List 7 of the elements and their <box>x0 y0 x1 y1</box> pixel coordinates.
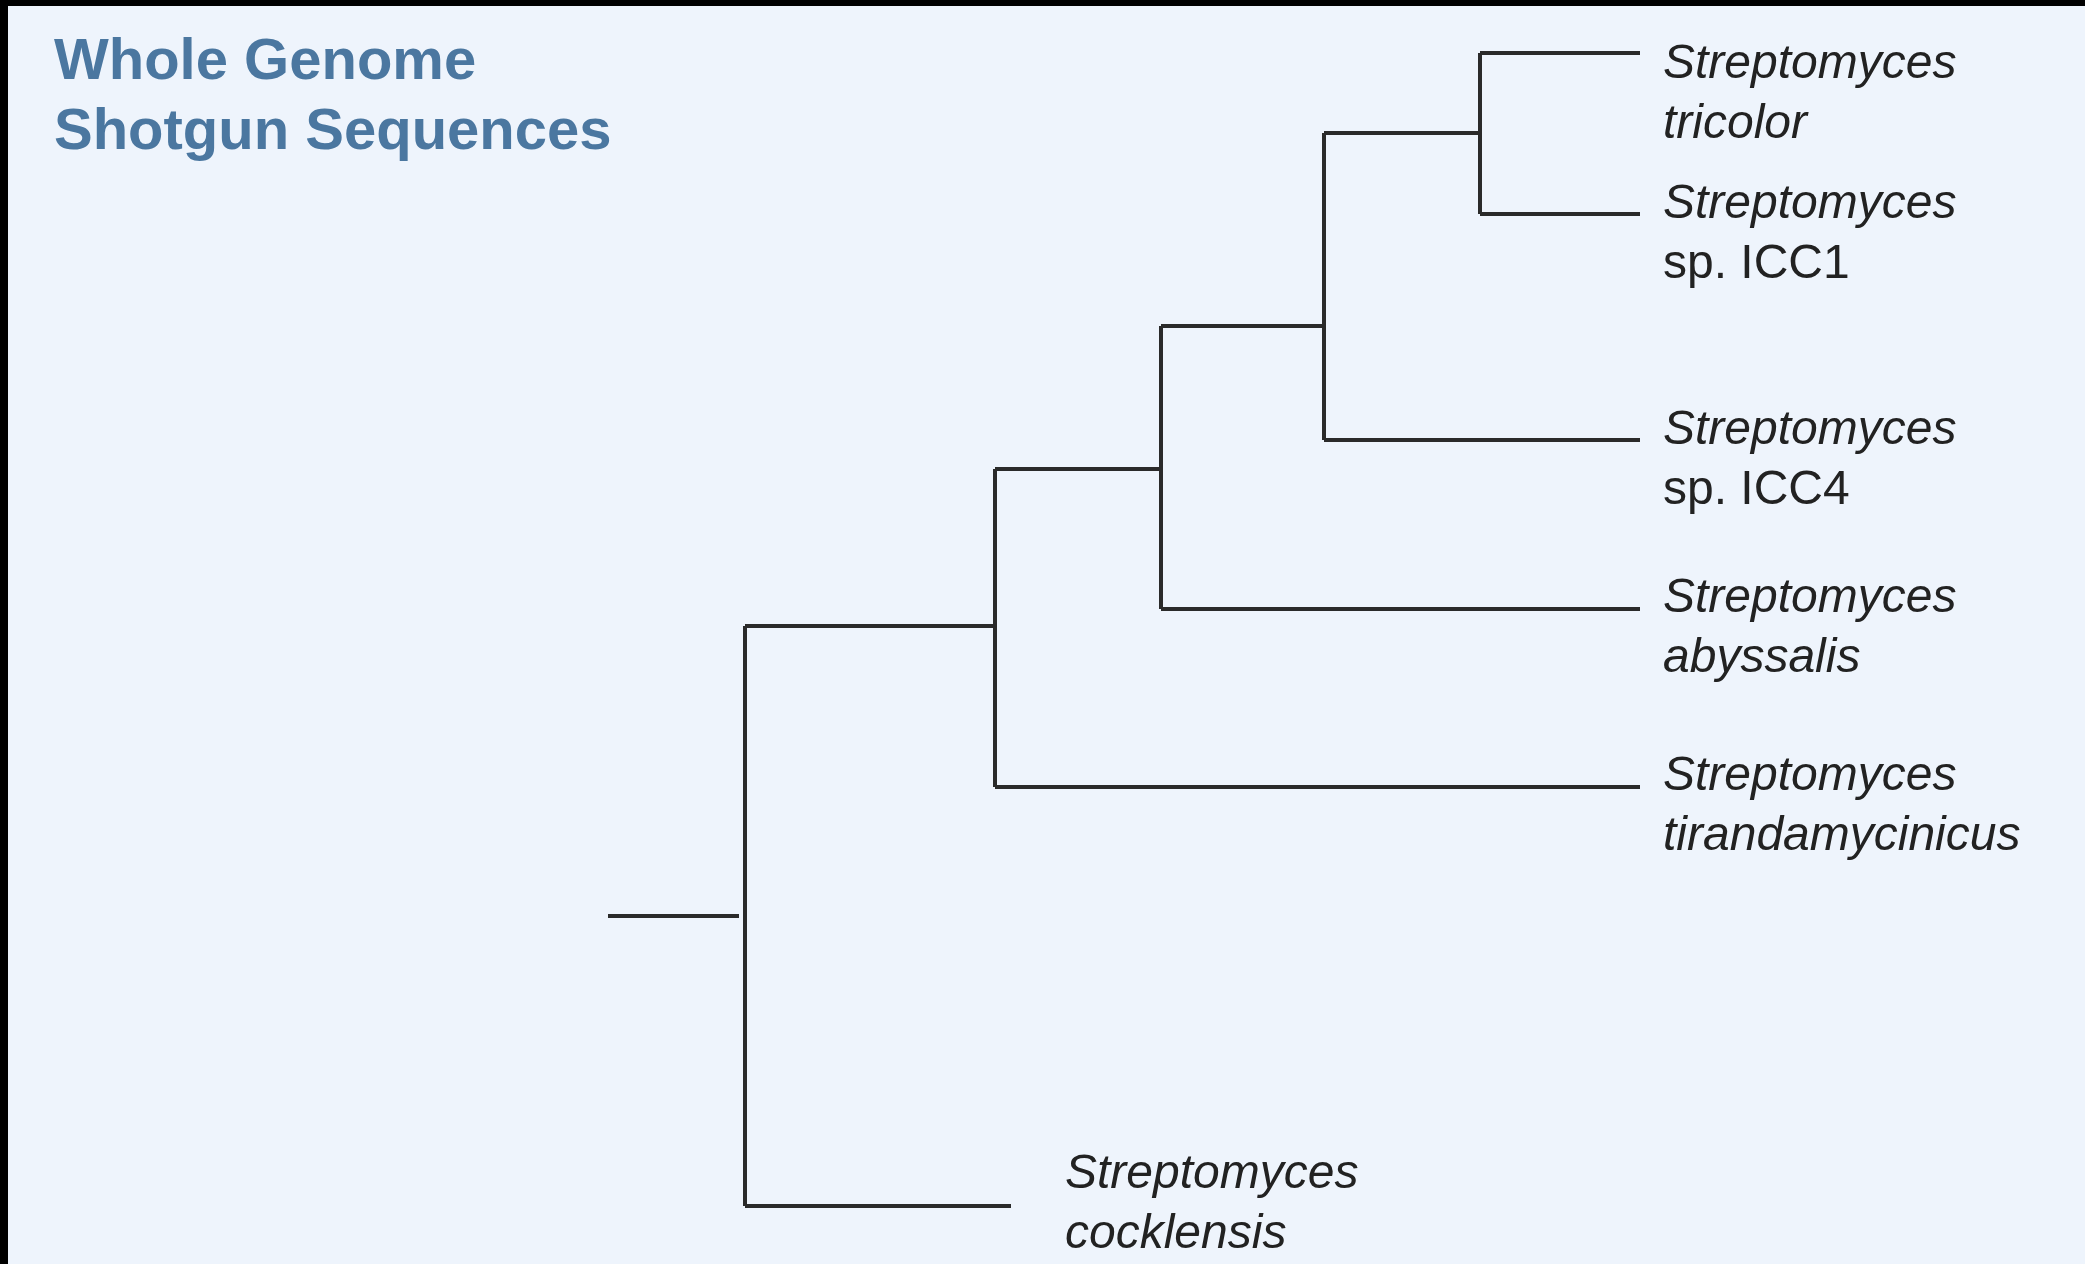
species-label: Streptomyces abyssalis <box>1663 568 1958 684</box>
species-label: Streptomyces cocklensis <box>1065 1144 1360 1260</box>
species-label: Streptomyces sp. ICC4 <box>1663 400 1958 516</box>
species-label: Streptomyces tricolor <box>1663 34 1958 150</box>
species-label: Streptomyces tirandamycinicus <box>1663 746 2022 862</box>
species-label: Streptomyces sp. ICC1 <box>1663 174 1958 290</box>
title: Whole Genome Shotgun Sequences <box>54 25 613 163</box>
